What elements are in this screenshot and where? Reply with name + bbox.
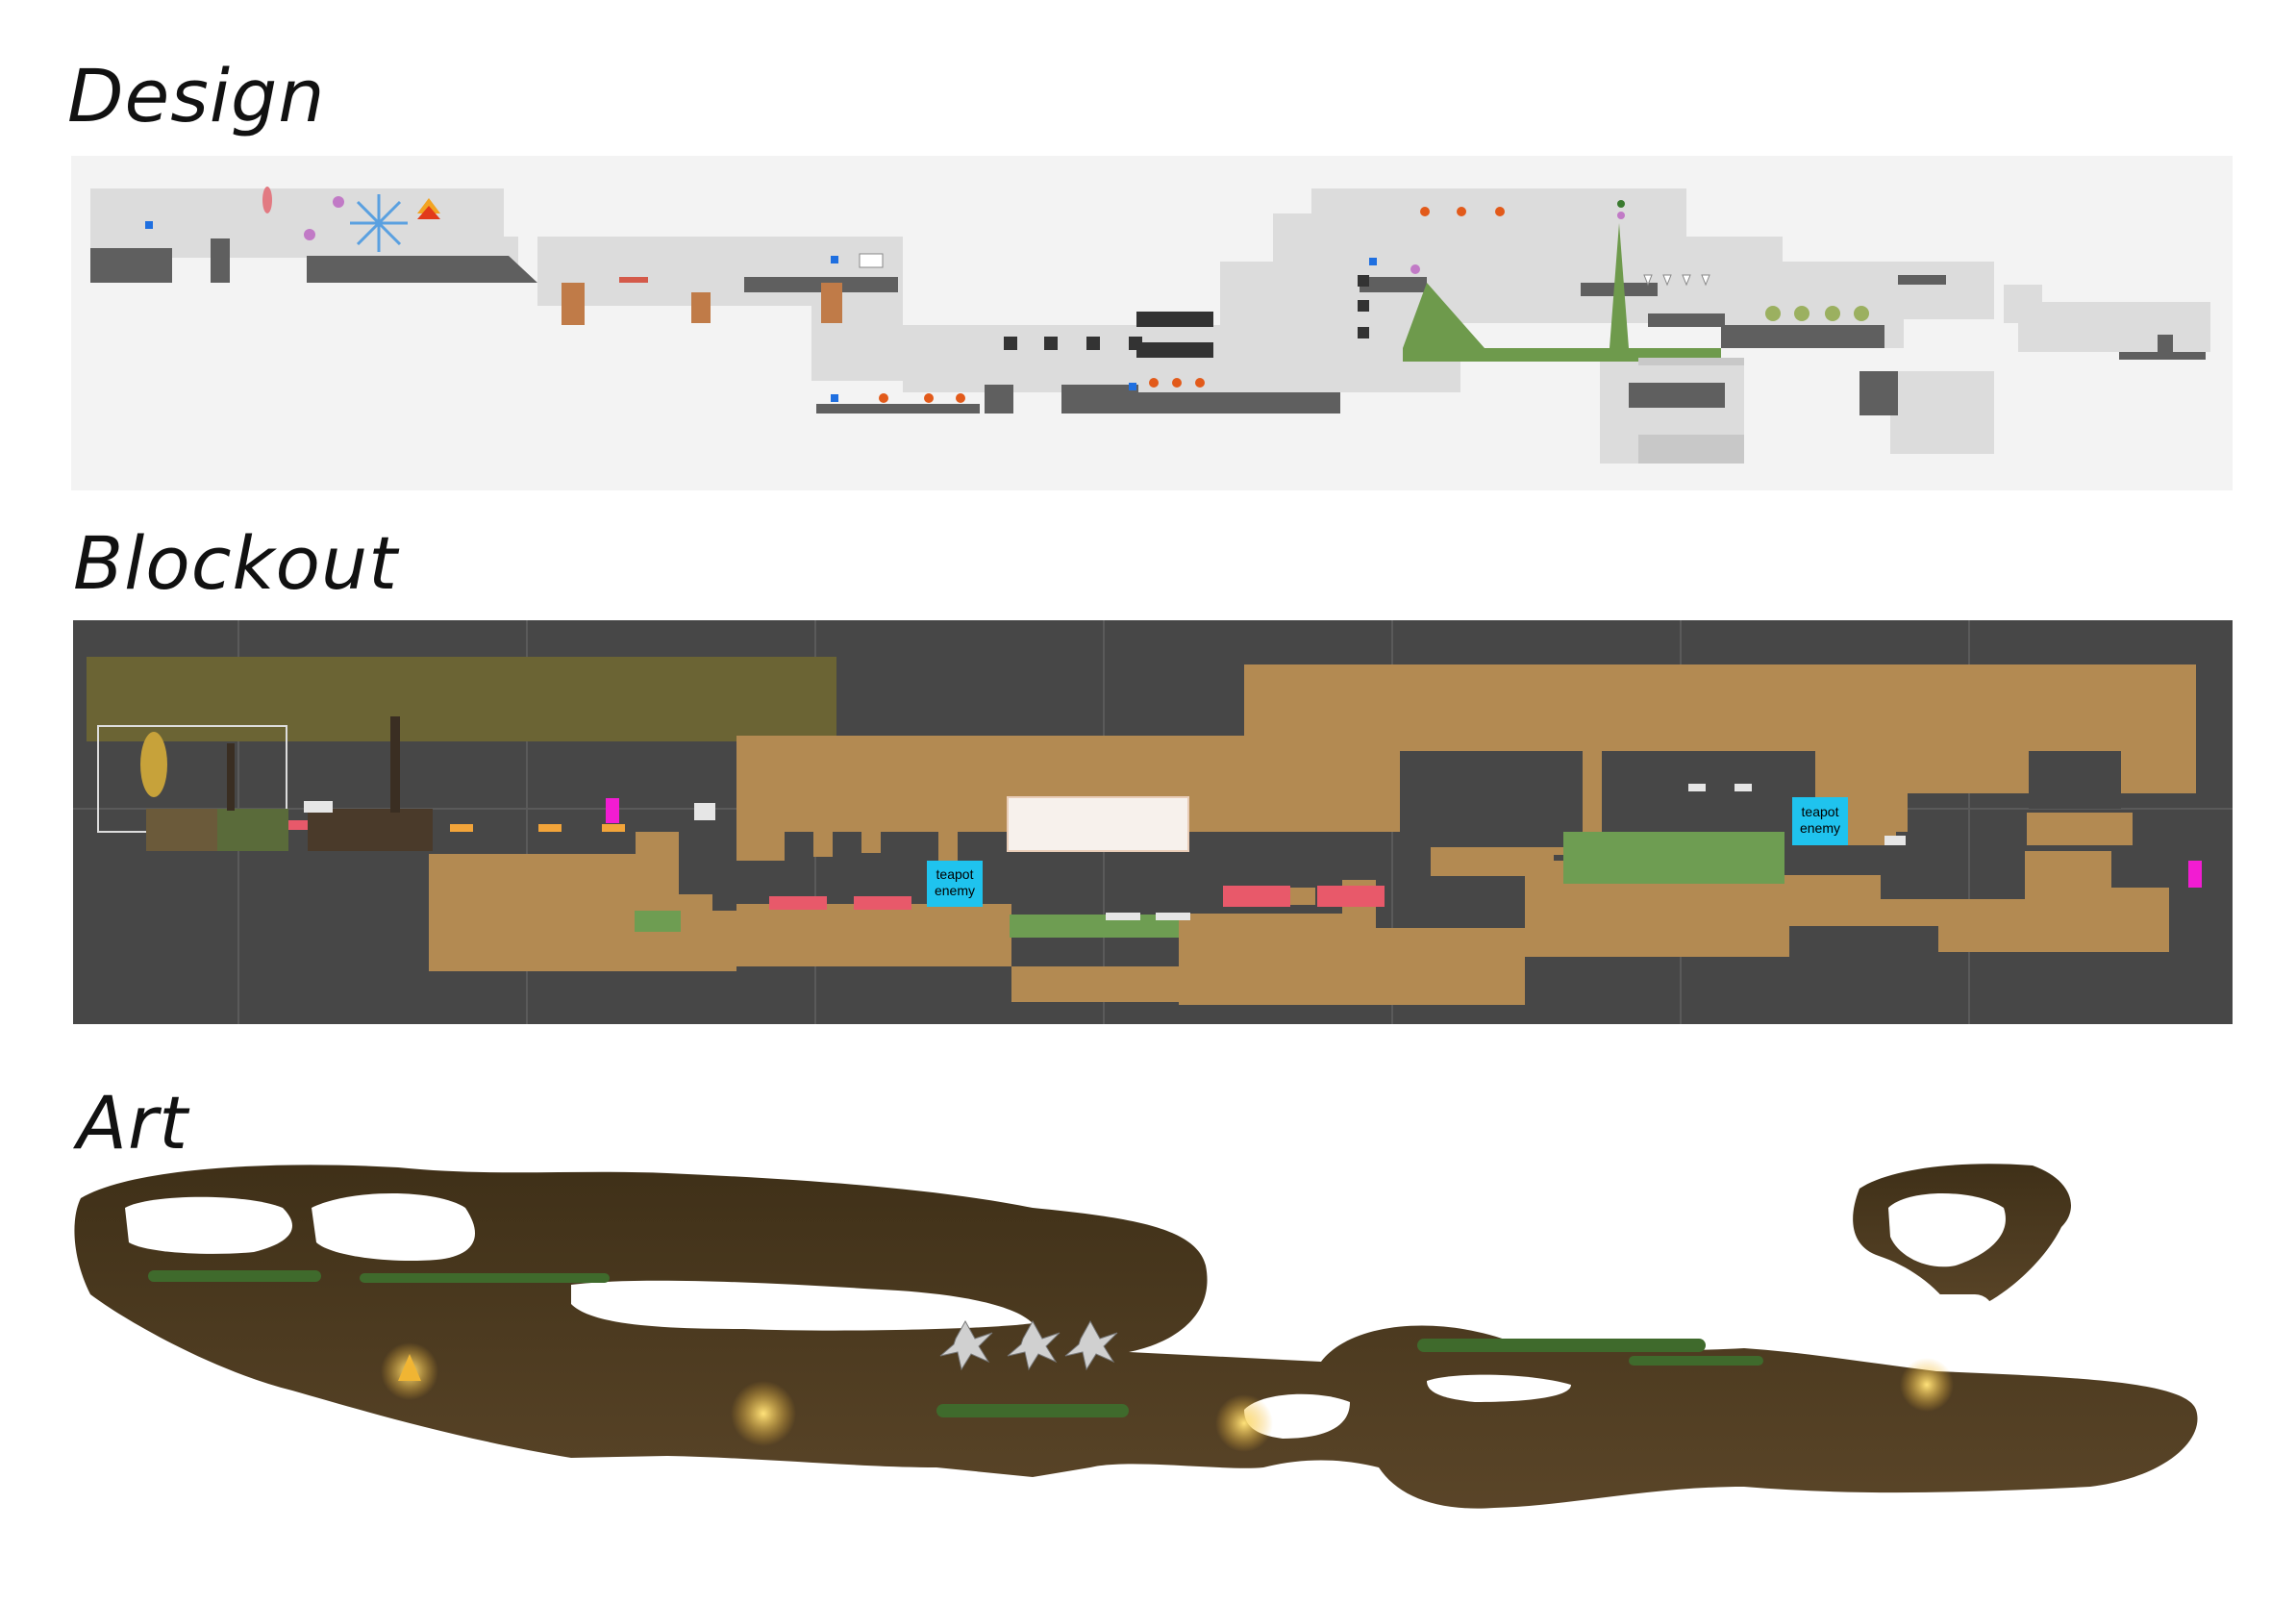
blockout-art-previews	[140, 716, 433, 851]
teapot-enemy-box-1: teapot enemy	[927, 861, 983, 907]
blockout-level-map: teapot enemy teapot enemy	[73, 620, 2233, 1024]
art-painting	[74, 1164, 2198, 1509]
design-grass-slope	[1403, 223, 1721, 362]
design-diagram	[90, 187, 2210, 464]
blockout-markers	[606, 798, 2202, 888]
design-level-map	[71, 156, 2233, 490]
blockout-props	[304, 784, 1906, 920]
blockout-diagram: teapot enemy teapot enemy	[73, 620, 2233, 1024]
art-level-map	[71, 1150, 2233, 1573]
art-heading: Art	[77, 1080, 189, 1165]
teapot-enemy-label-2a: teapot	[1802, 804, 1839, 819]
teapot-enemy-label-2b: enemy	[1800, 820, 1840, 836]
teapot-enemy-label-1b: enemy	[935, 883, 975, 898]
blockout-cave-cuts	[1400, 751, 2196, 851]
blockout-olive-area	[87, 657, 836, 741]
design-markers	[145, 187, 1625, 402]
blockout-white-curtain	[1007, 796, 1189, 852]
design-note-blocks	[1638, 358, 1744, 464]
blockout-heading: Blockout	[73, 520, 399, 606]
art-glow	[381, 1342, 1954, 1452]
design-rooms	[90, 188, 2210, 464]
blockout-pads	[450, 824, 625, 832]
art-openings	[125, 1193, 2006, 1439]
design-floors	[90, 238, 2206, 415]
art-moss	[148, 1270, 1763, 1417]
teapot-enemy-box-2: teapot enemy	[1792, 797, 1848, 845]
art-spiky-enemies	[939, 1319, 1118, 1371]
design-icon-rows	[859, 207, 1869, 403]
design-heading: Design	[67, 53, 326, 138]
blockout-grass	[635, 832, 1784, 938]
teapot-enemy-label-1a: teapot	[936, 866, 974, 882]
